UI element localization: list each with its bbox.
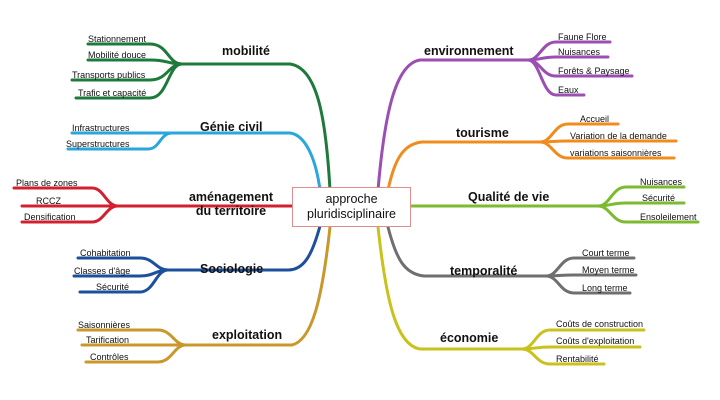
leaf-mobilite-douce: Mobilité douce [88, 50, 147, 60]
leaf-stationnement: Stationnement [88, 34, 147, 44]
leaf-tarification: Tarification [86, 335, 130, 345]
leaf-securite-socio: Sécurité [96, 282, 130, 292]
branch-mobilite-lines [70, 42, 332, 192]
leaf-transports-publics: Transports publics [72, 70, 146, 80]
leaf-securite-qv: Sécurité [642, 193, 676, 203]
leaf-eaux: Eaux [558, 85, 579, 95]
branch-label-economie: économie [440, 331, 499, 345]
leaf-trafic-capacite: Trafic et capacité [78, 88, 147, 98]
leaf-couts-exploitation: Coûts d'exploitation [556, 336, 635, 346]
leaf-rccz: RCCZ [36, 196, 61, 206]
leaf-rentabilite: Rentabilité [556, 354, 599, 364]
branch-label-temporalite: temporalité [450, 264, 518, 278]
central-node: approche pluridisciplinaire [292, 187, 411, 227]
leaf-densification: Densification [24, 212, 76, 222]
branch-sociologie-lines [72, 224, 322, 294]
leaf-classes-age: Classes d'âge [74, 266, 131, 276]
branch-label-environnement: environnement [424, 44, 514, 58]
leaf-accueil: Accueil [580, 114, 610, 124]
leaf-moyen-terme: Moyen terme [582, 265, 635, 275]
branch-label-mobilite: mobilité [222, 44, 270, 58]
leaf-variation-demande: Variation de la demande [570, 131, 667, 141]
branch-exploitation-lines [76, 225, 332, 364]
branch-label-sociologie: Sociologie [200, 262, 264, 276]
central-node-line2: pluridisciplinaire [307, 207, 396, 221]
leaf-nuisances-qv: Nuisances [640, 177, 683, 187]
branch-qualite-lines [409, 185, 700, 224]
leaf-superstructures: Superstructures [66, 139, 130, 149]
leaf-nuisances-env: Nuisances [558, 47, 601, 57]
leaf-long-terme: Long terme [582, 283, 628, 293]
leaf-saisonnieres: Saisonnières [78, 320, 131, 330]
branch-tourisme-lines [386, 122, 678, 192]
leaf-forets-paysage: Forêts & Paysage [558, 66, 630, 76]
leaf-cohabitation: Cohabitation [80, 248, 131, 258]
leaf-court-terme: Court terme [582, 248, 630, 258]
branch-label-genie-civil: Génie civil [200, 120, 263, 134]
branch-label-exploitation: exploitation [212, 328, 283, 342]
central-node-line1: approche [325, 192, 378, 206]
leaf-infrastructures: Infrastructures [72, 123, 130, 133]
branch-label-qualite-de-vie: Qualité de vie [468, 190, 550, 204]
branch-temporalite-lines [386, 225, 638, 295]
leaf-couts-construction: Coûts de construction [556, 319, 644, 329]
branch-amenagement-lines [12, 186, 296, 224]
branch-economie-lines [376, 225, 646, 366]
leaf-variations-saisonnieres: variations saisonnières [570, 148, 662, 158]
branch-genie-lines [66, 131, 322, 192]
leaf-ensoleilement: Ensoleilement [640, 212, 697, 222]
leaf-plans-de-zones: Plans de zones [16, 178, 78, 188]
branch-label-amenagement-line1: aménagement [188, 190, 274, 204]
branch-label-tourisme: tourisme [456, 126, 509, 140]
branch-label-amenagement-line2: du territoire [195, 204, 267, 218]
leaf-faune-flore: Faune Flore [558, 32, 607, 42]
branch-environnement-lines [376, 40, 634, 192]
leaf-controles: Contrôles [90, 352, 129, 362]
branch-label-amenagement: aménagement du territoire [188, 190, 274, 218]
